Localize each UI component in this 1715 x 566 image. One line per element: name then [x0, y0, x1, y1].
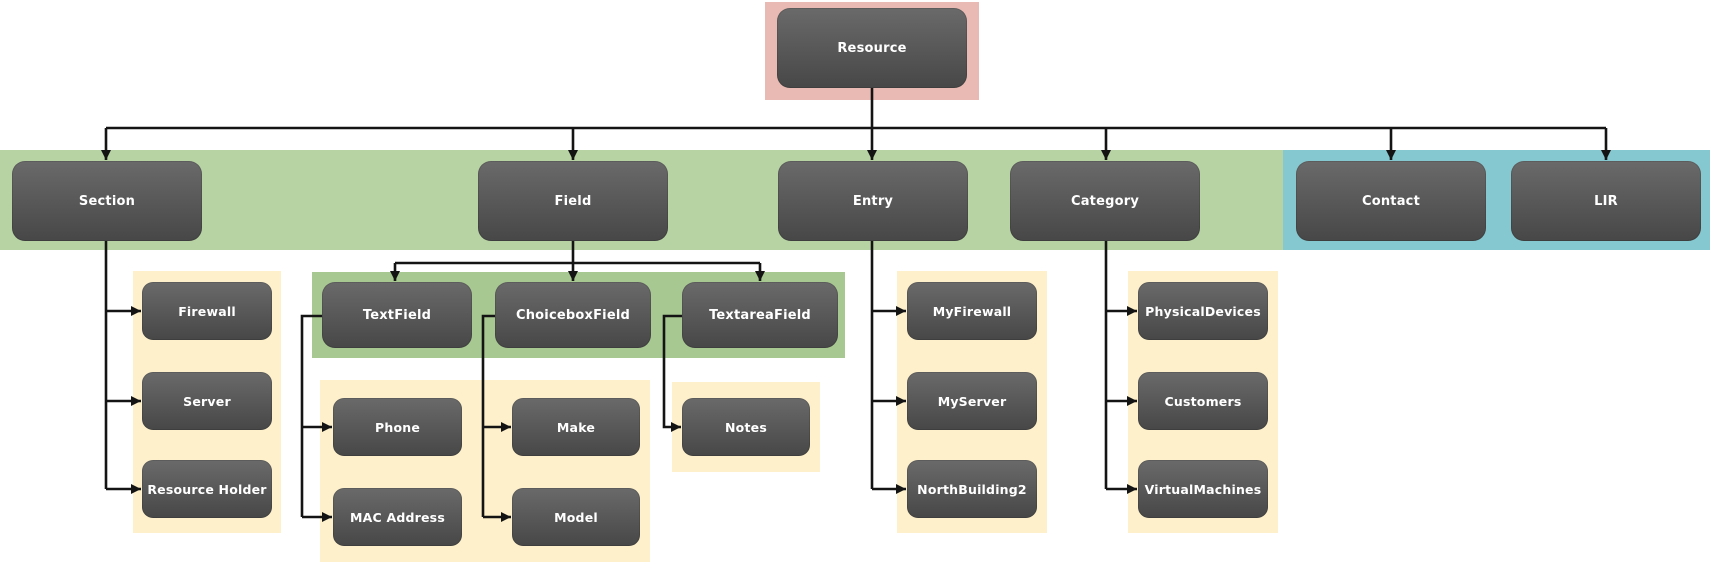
node-make: Make	[512, 398, 640, 456]
node-choiceboxfield: ChoiceboxField	[495, 282, 651, 348]
node-mac-address: MAC Address	[333, 488, 462, 546]
node-server: Server	[142, 372, 272, 430]
node-northbuilding2: NorthBuilding2	[907, 460, 1037, 518]
node-physicaldevices: PhysicalDevices	[1138, 282, 1268, 340]
node-category: Category	[1010, 161, 1200, 241]
node-virtualmachines: VirtualMachines	[1138, 460, 1268, 518]
node-resource-holder: Resource Holder	[142, 460, 272, 518]
node-resource: Resource	[777, 8, 967, 88]
node-firewall: Firewall	[142, 282, 272, 340]
node-phone: Phone	[333, 398, 462, 456]
node-section: Section	[12, 161, 202, 241]
node-contact: Contact	[1296, 161, 1486, 241]
node-customers: Customers	[1138, 372, 1268, 430]
node-model: Model	[512, 488, 640, 546]
node-myfirewall: MyFirewall	[907, 282, 1037, 340]
node-lir: LIR	[1511, 161, 1701, 241]
node-field: Field	[478, 161, 668, 241]
node-myserver: MyServer	[907, 372, 1037, 430]
node-notes: Notes	[682, 398, 810, 456]
node-textfield: TextField	[322, 282, 472, 348]
node-entry: Entry	[778, 161, 968, 241]
node-textareafield: TextareaField	[682, 282, 838, 348]
